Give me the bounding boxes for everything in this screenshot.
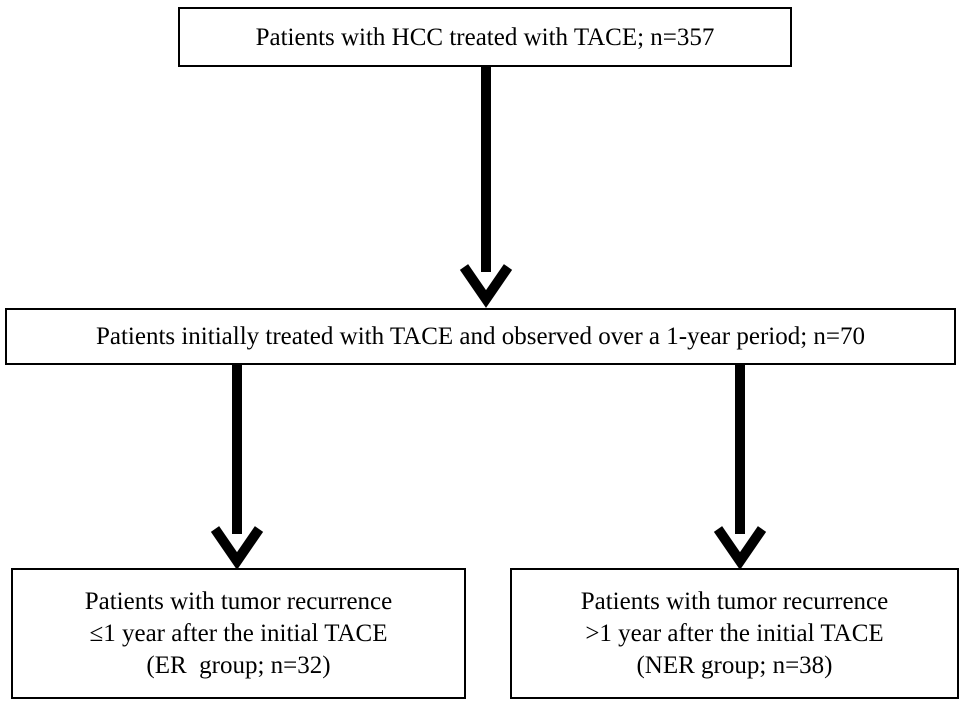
box-ner-group-line3: (NER group; n=38) [636, 651, 833, 679]
arrow-middle-to-right [713, 365, 767, 570]
arrow-head [459, 264, 513, 308]
box-er-group-line2: ≤1 year after the initial TACE [89, 619, 388, 647]
box-er-group-line1: Patients with tumor recurrence [84, 587, 393, 615]
box-ner-group-text: Patients with tumor recurrence >1 year a… [581, 588, 889, 680]
box-er-group: Patients with tumor recurrence ≤1 year a… [11, 568, 466, 699]
box-ner-group-line1: Patients with tumor recurrence [580, 587, 889, 615]
box-ner-group: Patients with tumor recurrence >1 year a… [510, 568, 959, 699]
box-ner-group-line2: >1 year after the initial TACE [585, 619, 884, 647]
box-er-group-line3: (ER group; n=32) [146, 651, 331, 679]
arrow-head [713, 526, 767, 570]
box-all-patients: Patients with HCC treated with TACE; n=3… [178, 7, 792, 67]
box-initially-treated-label: Patients initially treated with TACE and… [95, 323, 866, 350]
arrow-middle-to-left [210, 365, 264, 570]
box-er-group-text: Patients with tumor recurrence ≤1 year a… [85, 588, 393, 680]
box-initially-treated: Patients initially treated with TACE and… [5, 308, 956, 365]
arrow-head [210, 526, 264, 570]
box-all-patients-label: Patients with HCC treated with TACE; n=3… [255, 23, 715, 51]
arrow-top-to-middle [459, 67, 513, 308]
